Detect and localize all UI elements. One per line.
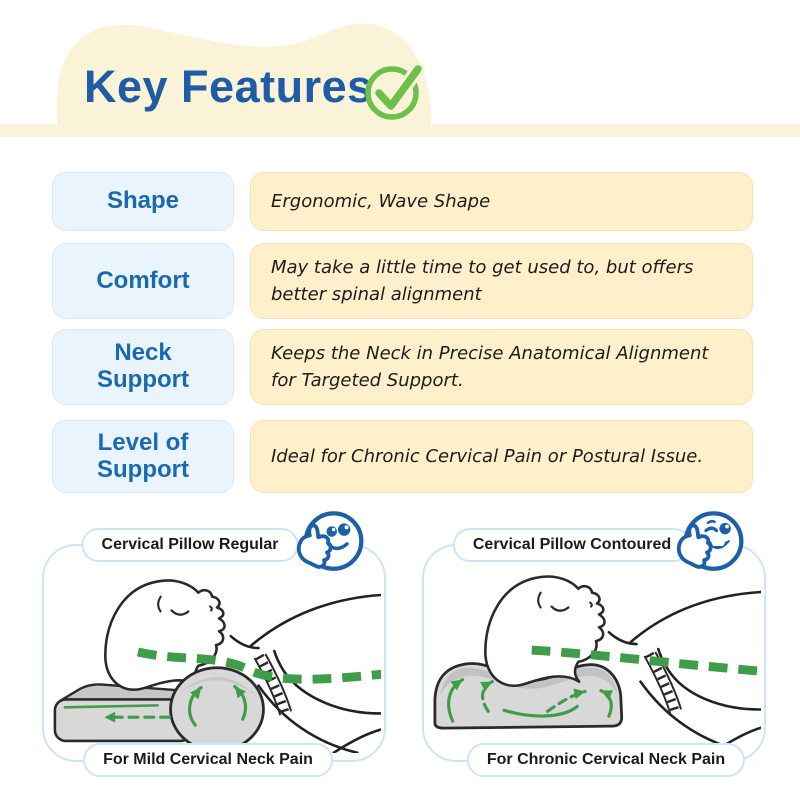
feature-value: Keeps the Neck in Precise Anatomical Ali…: [250, 329, 753, 405]
sleeper-head: [484, 575, 606, 687]
illustration-clip: [427, 549, 761, 757]
header-banner: Key Features: [0, 0, 800, 140]
sleeper-head: [104, 579, 226, 691]
spine-alignment-line: [136, 647, 381, 684]
contoured-pillow-panel: Cervical Pillow Contoured For Chronic Ce…: [422, 511, 766, 777]
pressure-arrows: [63, 685, 248, 727]
support-arrows: [447, 678, 614, 723]
regular-pillow-illustration: [53, 579, 381, 753]
feature-row-comfort: Comfort May take a little time to get us…: [52, 243, 753, 319]
panel-caption: For Mild Cervical Neck Pain: [83, 743, 333, 777]
regular-pillow-panel: Cervical Pillow Regular For Mild Cervica…: [42, 511, 386, 777]
feature-label: Level of Support: [52, 420, 234, 493]
feature-value: Ideal for Chronic Cervical Pain or Postu…: [250, 420, 753, 493]
feature-value: Ergonomic, Wave Shape: [250, 172, 753, 231]
panel-caption: For Chronic Cervical Neck Pain: [466, 743, 746, 777]
pillow-bulge: [169, 666, 265, 753]
thumbs-up-wink-smiley-icon: [676, 511, 744, 571]
feature-value: May take a little time to get used to, b…: [250, 243, 753, 319]
feature-label: Shape: [52, 172, 234, 231]
page-title: Key Features: [84, 61, 373, 112]
feature-row-shape: Shape Ergonomic, Wave Shape: [52, 172, 753, 231]
panel-title: Cervical Pillow Regular: [81, 528, 299, 562]
feature-label: Neck Support: [52, 329, 234, 405]
feature-row-level-of-support: Level of Support Ideal for Chronic Cervi…: [52, 420, 753, 493]
pillow-wave-banner-shape: [0, 23, 800, 138]
check-circle-icon: [365, 62, 425, 120]
panel-title: Cervical Pillow Contoured: [452, 528, 692, 562]
thumbs-up-smiley-icon: [296, 511, 364, 571]
illustration-clip: [47, 549, 381, 757]
neck-strain-band: [253, 653, 293, 716]
spine-alignment-line: [531, 645, 761, 676]
neck-band: [643, 651, 682, 714]
feature-label: Comfort: [52, 243, 234, 319]
feature-row-neck-support: Neck Support Keeps the Neck in Precise A…: [52, 329, 753, 405]
